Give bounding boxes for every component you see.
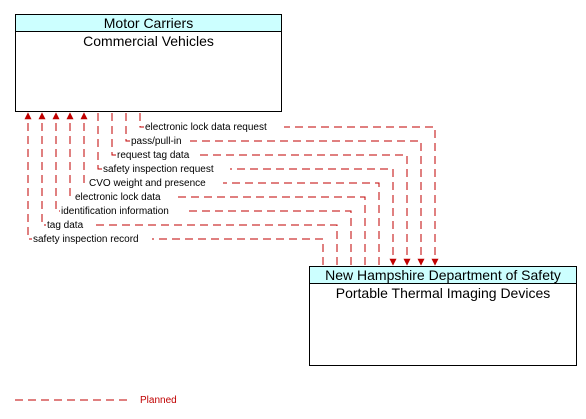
flow-label-tag-data: tag data [47,220,84,231]
flow-line-safety-inspection-record[interactable] [24,112,324,265]
flow-line-tag-data[interactable] [38,112,338,265]
legend-planned-label: Planned [140,395,177,406]
flow-label-pass-pull-in: pass/pull-in [131,136,182,147]
flow-label-identification-information: identification information [61,206,169,217]
portable-thermal-imaging-box[interactable]: New Hampshire Department of Safety Porta… [309,266,577,366]
flow-label-safety-inspection-request: safety inspection request [103,164,214,175]
flow-label-electronic-lock-data: electronic lock data [75,192,161,203]
flow-line-cvo-weight-and-presence[interactable] [80,112,380,265]
flow-label-cvo-weight-and-presence: CVO weight and presence [89,178,206,189]
box-title-commercial-vehicles: Commercial Vehicles [83,33,214,49]
flow-line-safety-inspection-request[interactable] [97,113,397,266]
flow-line-request-tag-data[interactable] [111,113,411,266]
box-header-motor-carriers: Motor Carriers [16,15,281,32]
flow-line-identification-information[interactable] [52,112,352,265]
flow-line-pass-pull-in[interactable] [125,113,425,266]
flow-label-request-tag-data: request tag data [117,150,190,161]
flow-line-electronic-lock-data[interactable] [66,112,366,265]
commercial-vehicles-box[interactable]: Motor Carriers Commercial Vehicles [15,14,282,112]
box-title-portable-thermal-imaging: Portable Thermal Imaging Devices [335,285,551,301]
flow-label-electronic-lock-data-request: electronic lock data request [145,122,267,133]
flow-line-electronic-lock-data-request[interactable] [139,113,439,266]
flow-label-safety-inspection-record: safety inspection record [33,234,139,245]
box-header-nh-department-of-safety: New Hampshire Department of Safety [310,267,576,284]
